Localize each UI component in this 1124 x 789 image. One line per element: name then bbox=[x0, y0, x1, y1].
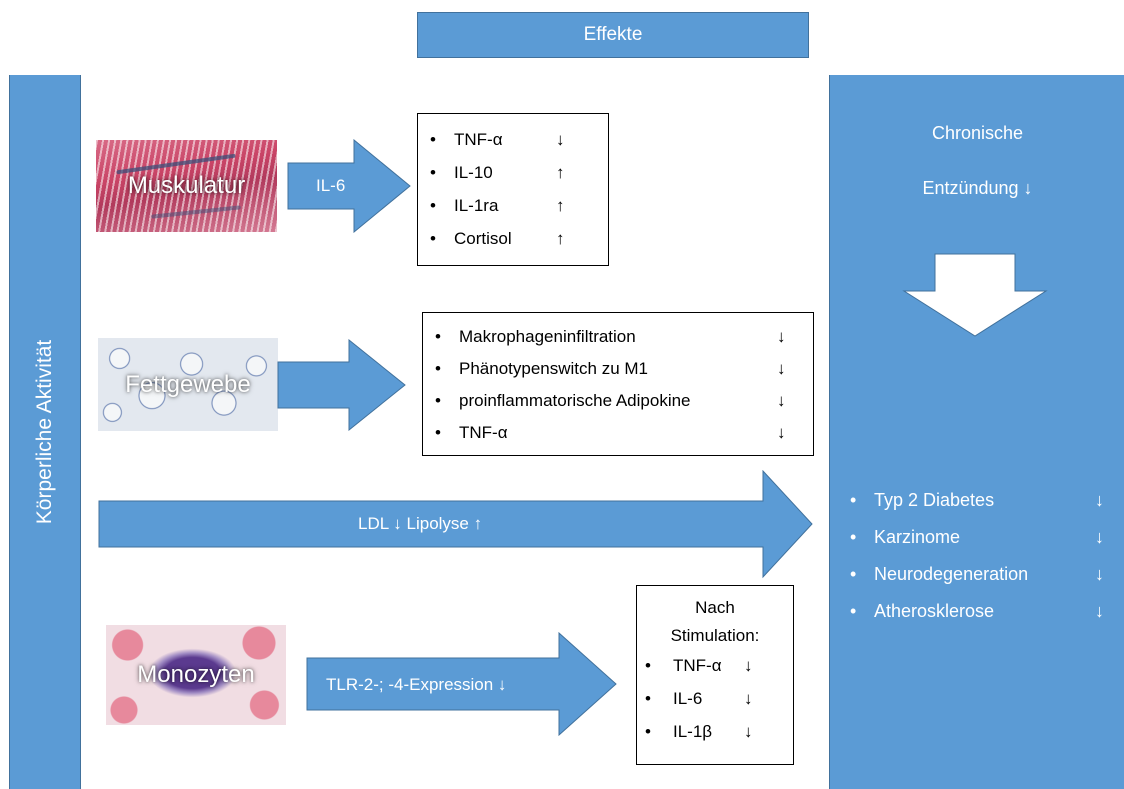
monozyten-image: Monozyten bbox=[106, 625, 286, 725]
left-bar-label: Körperliche Aktivität bbox=[33, 339, 56, 525]
monozyten-label: Monozyten bbox=[137, 661, 255, 688]
effekte-header: Effekte bbox=[417, 12, 809, 58]
fettgewebe-label: Fettgewebe bbox=[125, 370, 251, 398]
tlr-arrow-label: TLR-2-; -4-Expression ↓ bbox=[326, 675, 507, 694]
chronic-inflammation-line1: Chronische bbox=[931, 123, 1024, 143]
down-block-arrow bbox=[902, 253, 1048, 337]
koerperliche-aktivitaet-bar: Körperliche Aktivität bbox=[9, 75, 81, 789]
list-item: •proinflammatorische Adipokine↓ bbox=[435, 391, 786, 410]
list-item: •IL-1β↓ bbox=[645, 722, 753, 741]
list-item: •TNF-α↓ bbox=[645, 656, 753, 675]
list-item: •Makrophageninfiltration↓ bbox=[435, 327, 786, 346]
list-item: •IL-1ra↑ bbox=[430, 196, 565, 215]
il6-arrow bbox=[287, 139, 411, 233]
outcome-item: •Karzinome↓ bbox=[850, 527, 1104, 547]
muskulatur-image: Muskulatur bbox=[96, 140, 277, 232]
lipid-arrow bbox=[98, 470, 813, 579]
list-item: •Cortisol↑ bbox=[430, 229, 565, 248]
outcome-item: •Neurodegeneration↓ bbox=[850, 564, 1104, 584]
fett-arrow bbox=[277, 339, 406, 431]
outcome-list: •Typ 2 Diabetes↓ •Karzinome↓ •Neurodegen… bbox=[850, 487, 1104, 635]
list-item: •IL-6↓ bbox=[645, 689, 753, 708]
outcome-item: •Atherosklerose↓ bbox=[850, 601, 1104, 621]
list-item: •TNF-α↓ bbox=[435, 423, 786, 442]
chronic-inflammation-line2: Entzündung ↓ bbox=[922, 178, 1033, 198]
il6-arrow-label: IL-6 bbox=[316, 176, 346, 195]
list-item: •TNF-α↓ bbox=[430, 130, 565, 149]
effects-panel: Chronische Entzündung ↓ •Typ 2 Diabetes↓… bbox=[829, 75, 1124, 789]
fettgewebe-image: Fettgewebe bbox=[98, 338, 278, 431]
tlr-arrow bbox=[306, 632, 617, 736]
box3-heading-line2: Stimulation: bbox=[670, 626, 760, 645]
muskulatur-label: Muskulatur bbox=[127, 172, 246, 199]
muskel-effects-box: •TNF-α↓ •IL-10↑ •IL-1ra↑ •Cortisol↑ bbox=[417, 113, 609, 266]
fett-effects-box: •Makrophageninfiltration↓ •Phänotypenswi… bbox=[422, 312, 814, 456]
box3-heading-line1: Nach bbox=[695, 598, 735, 617]
list-item: •Phänotypenswitch zu M1↓ bbox=[435, 359, 786, 378]
outcome-item: •Typ 2 Diabetes↓ bbox=[850, 490, 1104, 510]
list-item: •IL-10↑ bbox=[430, 163, 565, 182]
lipid-arrow-label: LDL ↓ Lipolyse ↑ bbox=[358, 514, 483, 533]
mono-effects-box: Nach Stimulation: •TNF-α↓ •IL-6↓ •IL-1β↓ bbox=[636, 585, 794, 765]
